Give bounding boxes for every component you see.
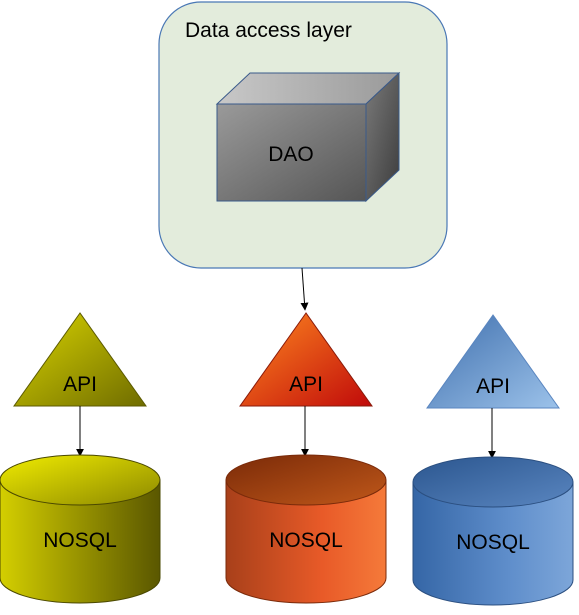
layer-title: Data access layer [185,19,352,42]
db-label: NOSQL [43,529,117,552]
api-triangle [239,312,373,407]
db-label: NOSQL [456,531,530,554]
db-cylinder-body [0,479,161,604]
dao-cube: DAO [215,71,401,203]
dao-label: DAO [268,143,314,166]
api-label: API [289,373,323,396]
db-cylinder-top [412,456,574,508]
api-label: API [63,373,97,396]
stack-3: API NOSQL [412,314,574,606]
db-cylinder-body [225,479,387,604]
layer-to-api-arrow [300,267,309,311]
dao-front-face [216,103,367,202]
api-triangle [426,314,560,409]
db-cylinder-top [225,454,387,506]
db-label: NOSQL [269,529,343,552]
stack-2: API NOSQL [225,312,387,604]
db-cylinder-body [412,481,574,606]
stack-1: API NOSQL [0,312,161,604]
api-label: API [476,375,510,398]
db-cylinder-top [0,454,161,506]
